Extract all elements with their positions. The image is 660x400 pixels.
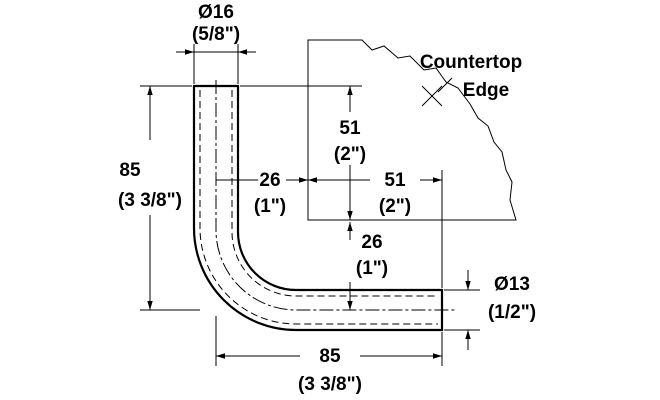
pipe-to-edge-metric: 26: [259, 170, 280, 191]
edge-to-centerline-imperial: (1"): [356, 258, 388, 279]
edge-to-centerline-metric: 26: [361, 232, 382, 253]
diameter-13-imperial: (1/2"): [488, 302, 536, 323]
edge-to-end-metric: 51: [384, 170, 406, 191]
top-to-edge-metric: 51: [339, 118, 361, 139]
diameter-16-metric: Ø16: [198, 2, 234, 23]
length-imperial: (3 3/8"): [298, 374, 362, 395]
length-dimension: [215, 316, 443, 366]
height-imperial: (3 3/8"): [118, 190, 182, 211]
height-metric: 85: [119, 160, 141, 181]
edge-to-end-imperial: (2"): [379, 196, 411, 217]
length-metric: 85: [319, 346, 341, 367]
edge-label: Edge: [463, 80, 509, 101]
diameter-13-metric: Ø13: [494, 274, 530, 295]
countertop-label: Countertop: [420, 52, 522, 73]
horizontal-dimensions: [216, 170, 443, 288]
countertop-outline: [307, 39, 517, 221]
top-to-edge-imperial: (2"): [334, 144, 366, 165]
diameter-16-dimension: [176, 44, 256, 84]
diameter-16-imperial: (5/8"): [192, 24, 240, 45]
top-to-edge-dimension: [240, 85, 362, 220]
height-dimension: [140, 85, 200, 311]
diameter-13-dimension: [444, 270, 480, 350]
pipe-elbow: [192, 80, 456, 332]
pipe-to-edge-imperial: (1"): [254, 196, 286, 217]
